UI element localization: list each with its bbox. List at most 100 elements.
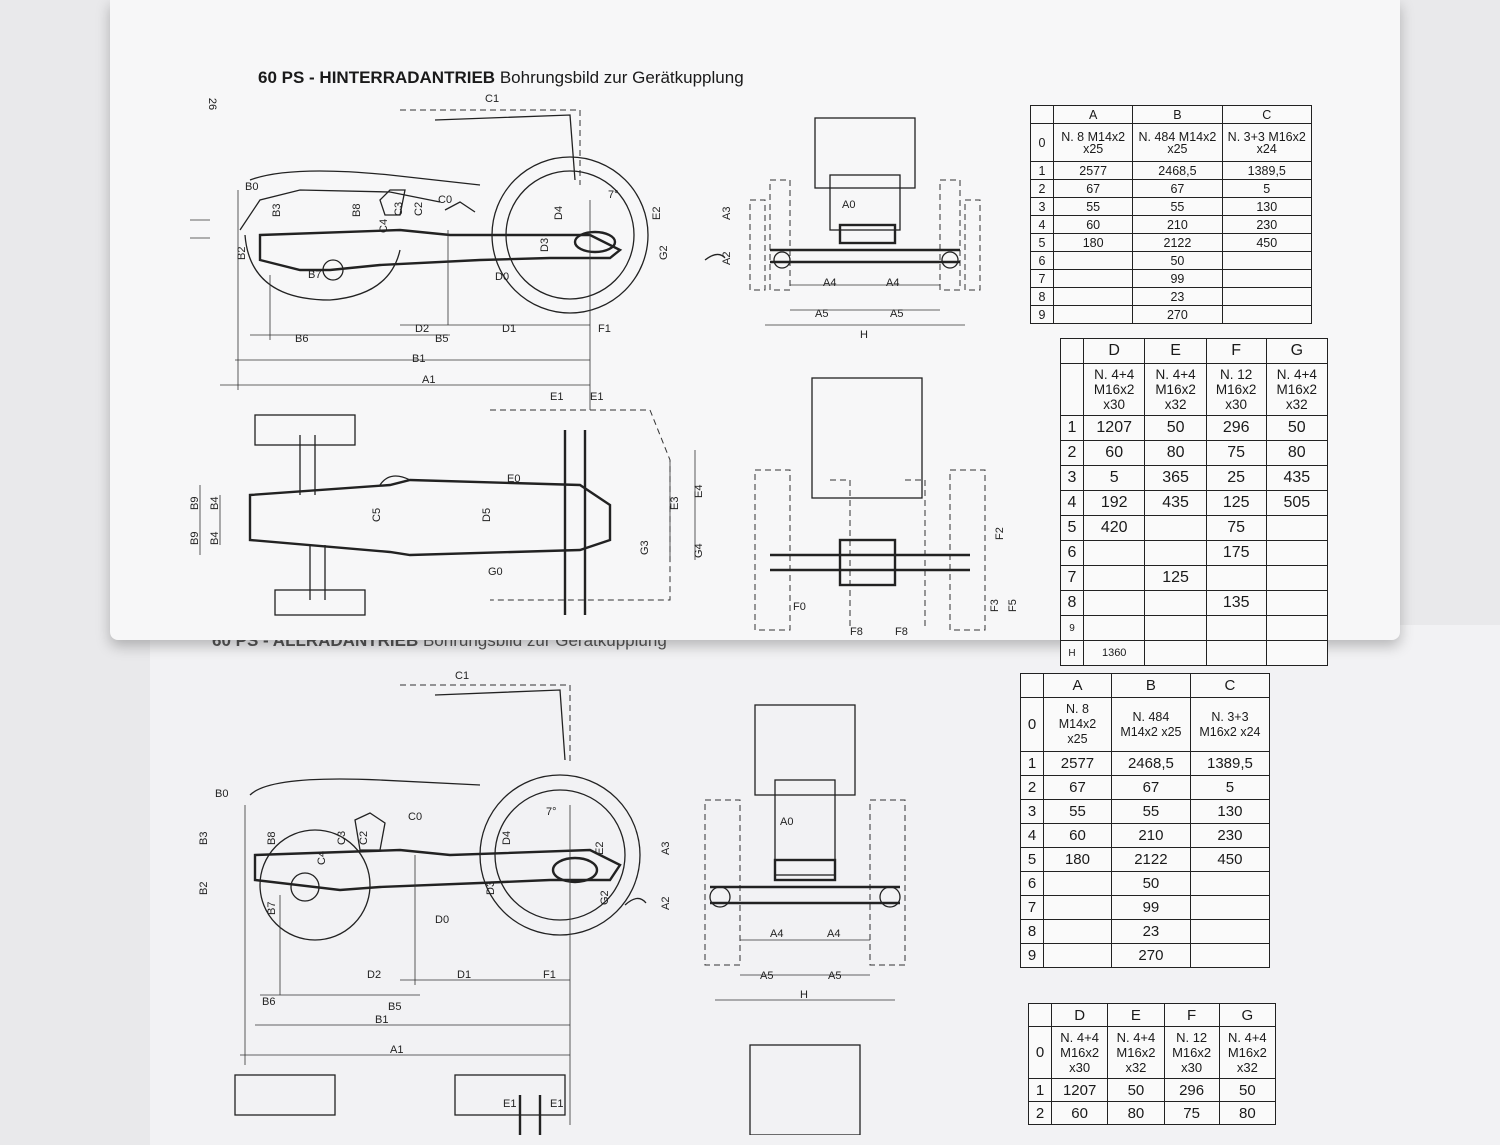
label-a5-left: A5 — [815, 308, 828, 320]
label-d2: D2 — [367, 969, 381, 981]
label-a3: A3 — [721, 207, 733, 220]
label-a2: A2 — [721, 252, 733, 265]
label-g2: G2 — [658, 245, 670, 260]
label-c1: C1 — [485, 93, 499, 105]
label-a4-left: A4 — [823, 277, 836, 289]
label-b1: B1 — [412, 353, 425, 365]
label-g0: G0 — [488, 566, 503, 578]
table-header-row: A B C — [1030, 105, 1313, 124]
label-f8-right: F8 — [895, 626, 908, 638]
header-a: A — [1043, 673, 1112, 698]
table-row: 0 N. 4+4 M16x2 x30 N. 4+4 M16x2 x32 N. 1… — [1028, 1026, 1277, 1079]
table-header-row: A B C — [1020, 673, 1271, 698]
label-e3: E3 — [669, 497, 681, 510]
dimension-table-abc-awd: A B C 0 N. 8 M14x2 x25 N. 484 M14x2 x25 … — [1020, 673, 1271, 968]
label-f1: F1 — [598, 323, 611, 335]
label-b8: B8 — [266, 832, 278, 845]
front-view-labels: A0 A4 A4 A5 A5 H — [815, 199, 903, 341]
label-c4: C4 — [316, 851, 328, 865]
label-b6: B6 — [262, 996, 275, 1008]
label-f4: F4 — [1019, 522, 1020, 535]
label-c5: C5 — [371, 508, 383, 522]
header-f: F — [1205, 338, 1267, 364]
label-b2: B2 — [198, 882, 210, 895]
label-b1: B1 — [375, 1014, 388, 1026]
table-row: N. 4+4 M16x2 x30 N. 4+4 M16x2 x32 N. 12 … — [1060, 363, 1329, 416]
label-d4: D4 — [553, 206, 565, 220]
label-d1: D1 — [457, 969, 471, 981]
label-a0: A0 — [842, 199, 855, 211]
label-f1: F1 — [543, 969, 556, 981]
label-g2: G2 — [599, 890, 611, 905]
label-b7: B7 — [308, 269, 321, 281]
label-b4-upper: B4 — [209, 497, 221, 510]
label-d4: D4 — [501, 831, 513, 845]
label-c2: C2 — [358, 831, 370, 845]
label-a2: A2 — [660, 897, 672, 910]
label-a4-right: A4 — [886, 277, 899, 289]
label-d3: D3 — [485, 881, 497, 895]
page-title-rear-wheel-drive: 60 PS - HINTERRADANTRIEB Bohrungsbild zu… — [258, 68, 744, 88]
dimension-table-defg: D E F G N. 4+4 M16x2 x30 N. 4+4 M16x2 x3… — [1060, 338, 1329, 666]
label-g3: G3 — [639, 540, 651, 555]
label-angle: 7° — [546, 806, 557, 818]
label-d2: D2 — [415, 323, 429, 335]
label-f8-left: F8 — [850, 626, 863, 638]
header-c: C — [1189, 673, 1271, 698]
label-f2: F2 — [994, 527, 1006, 540]
label-a4-right: A4 — [827, 928, 840, 940]
rear-view-labels: F2 F4 F6 F0 F3 F5 F7 F8 F8 — [793, 522, 1020, 638]
label-e0: E0 — [507, 473, 520, 485]
side-view-outline — [239, 109, 726, 314]
label-g4: G4 — [693, 543, 705, 558]
label-b5: B5 — [388, 1001, 401, 1013]
label-b8: B8 — [351, 204, 363, 217]
label-e4: E4 — [693, 485, 705, 498]
label-f3: F3 — [989, 599, 1001, 612]
label-b3: B3 — [271, 204, 283, 217]
manual-page-all-wheel-drive: 60 PS - ALLRADANTRIEB Bohrungsbild zur G… — [150, 625, 1500, 1145]
header-e: E — [1144, 338, 1207, 364]
dimension-table-defg-awd: D E F G 0 N. 4+4 M16x2 x30 N. 4+4 M16x2 … — [1028, 1003, 1277, 1125]
label-b9-lower: B9 — [189, 532, 201, 545]
table-row: 9 — [1060, 615, 1329, 641]
front-view-outline — [749, 117, 981, 326]
label-e1-left: E1 — [550, 391, 563, 403]
label-b0: B0 — [245, 181, 258, 193]
label-e1-right: E1 — [550, 1098, 563, 1110]
label-c3: C3 — [336, 831, 348, 845]
label-c1: C1 — [455, 670, 469, 682]
label-e1-right: E1 — [590, 391, 603, 403]
label-b6: B6 — [295, 333, 308, 345]
label-d0: D0 — [435, 914, 449, 926]
label-d1: D1 — [502, 323, 516, 335]
label-a3: A3 — [660, 842, 672, 855]
label-h: H — [860, 329, 868, 341]
table-header-row: D E F G — [1060, 338, 1329, 364]
side-view-dimensions — [240, 805, 571, 1125]
label-c2: C2 — [413, 202, 425, 216]
label-a0: A0 — [780, 816, 793, 828]
manual-page-rear-wheel-drive: 60 PS - HINTERRADANTRIEB Bohrungsbild zu… — [110, 0, 1400, 666]
header-e: E — [1107, 1003, 1165, 1027]
label-a5-right: A5 — [890, 308, 903, 320]
label-b5: B5 — [435, 333, 448, 345]
label-a5-right: A5 — [828, 970, 841, 982]
label-b3: B3 — [198, 832, 210, 845]
